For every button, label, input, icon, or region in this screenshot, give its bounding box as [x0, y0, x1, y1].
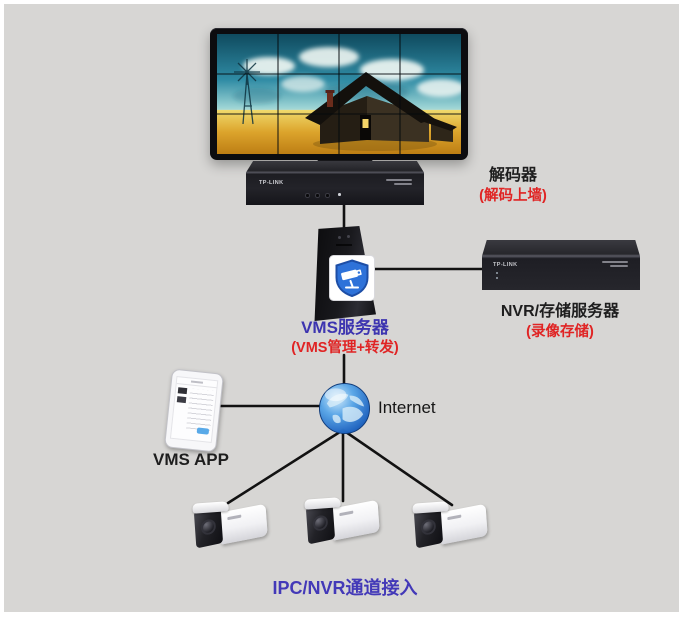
decoder-led — [338, 193, 341, 196]
vms-server-subtitle: (VMS管理+转发) — [291, 340, 399, 357]
windmill — [234, 59, 260, 125]
camera-brand-mark — [227, 514, 242, 521]
nvr-subtitle: (录像存储) — [526, 323, 594, 340]
nvr-model-text — [602, 261, 628, 263]
ip-camera-2 — [304, 493, 384, 552]
ipc-access-label: IPC/NVR通道接入 — [272, 578, 418, 598]
vms-app-phone — [164, 368, 224, 453]
link-internet-camera-1 — [226, 428, 345, 505]
decoder-model-text — [386, 179, 412, 181]
decoder-subtitle: (解码上墙) — [479, 187, 547, 204]
camera-lens — [420, 518, 437, 537]
tower-port — [338, 236, 341, 239]
ip-camera-1 — [192, 497, 272, 556]
decoder-brand-logo: TP-LINK — [259, 180, 284, 186]
phone-statusbar — [176, 377, 218, 389]
decoder-button — [306, 194, 309, 197]
phone-list-items — [185, 388, 215, 433]
topology-diagram: TP-LINK 解码器 (解码上墙) VMS服务器 (VMS管理 — [4, 4, 679, 612]
farm-scene-image — [217, 34, 461, 154]
decoder-button — [316, 194, 319, 197]
decoder-title: 解码器 — [488, 167, 537, 184]
nvr-label: NVR/存储服务器 (录像存储) — [477, 302, 643, 342]
nvr-led — [496, 272, 498, 274]
decoder-label: 解码器 (解码上墙) — [448, 166, 578, 206]
ip-camera-3 — [412, 497, 492, 556]
nvr-model-text — [610, 265, 628, 267]
tower-port — [347, 235, 350, 238]
video-wall — [210, 28, 468, 160]
vms-server-label: VMS服务器 (VMS管理+转发) — [265, 317, 425, 358]
nvr-device: TP-LINK — [482, 240, 640, 290]
phone-action-button — [196, 427, 210, 435]
nvr-led — [496, 277, 498, 279]
decoder-device: TP-LINK — [246, 161, 424, 205]
camera-lens — [200, 518, 217, 537]
camera-brand-mark — [447, 514, 462, 521]
camera-brand-mark — [339, 510, 354, 517]
internet-globe-icon — [318, 382, 371, 435]
video-wall-screen — [217, 34, 461, 154]
nvr-title: NVR/存储服务器 — [500, 303, 620, 320]
vms-server-title: VMS服务器 — [301, 318, 389, 337]
phone-screen — [169, 375, 219, 444]
decoder-model-text — [394, 183, 412, 185]
camera-lens — [312, 514, 329, 533]
video-wall-grid — [217, 34, 461, 154]
vms-shield-camera-icon — [329, 255, 375, 301]
tower-drive-slot — [336, 244, 352, 246]
nvr-brand-logo: TP-LINK — [493, 262, 518, 268]
link-internet-camera-3 — [341, 428, 454, 507]
phone-thumbnail — [176, 396, 187, 404]
decoder-button — [326, 194, 329, 197]
barn — [305, 72, 457, 151]
vms-app-label: VMS APP — [153, 450, 229, 469]
connection-lines — [208, 202, 486, 507]
internet-label: Internet — [378, 398, 436, 417]
phone-thumbnail — [177, 387, 188, 395]
